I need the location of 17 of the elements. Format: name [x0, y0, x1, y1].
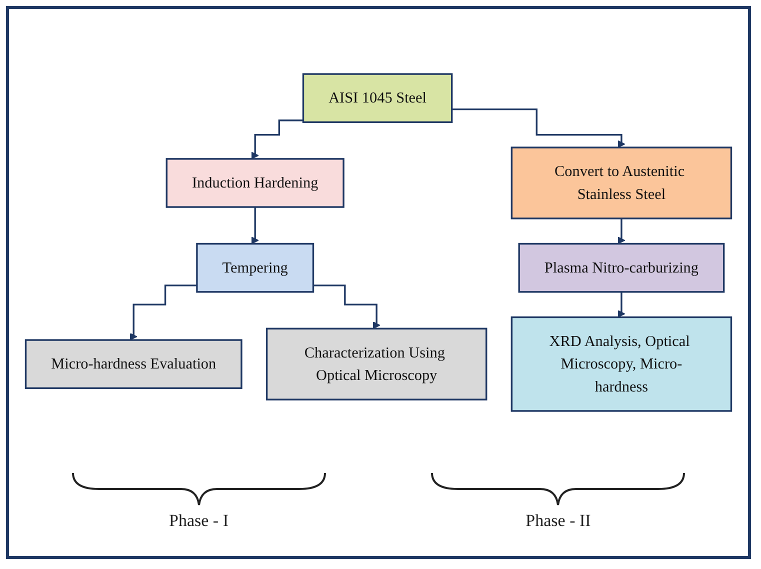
arrow — [313, 284, 380, 329]
arrow — [618, 291, 626, 318]
arrow — [251, 120, 304, 160]
arrow — [618, 218, 626, 244]
arrow — [251, 206, 259, 244]
node-box: AISI 1045 Steel — [302, 73, 453, 123]
arrow — [452, 108, 626, 148]
phase-label: Phase - II — [526, 511, 591, 531]
node-box: Micro-hardness Evaluation — [24, 339, 242, 390]
arrow — [130, 284, 197, 340]
node-box: Characterization Using Optical Microscopy — [266, 328, 488, 400]
node-box: Tempering — [196, 242, 314, 293]
node-box: XRD Analysis, Optical Microscopy, Micro-hardness — [510, 316, 732, 412]
node-box: Convert to Austenitic Stainless Steel — [510, 146, 732, 220]
node-box: Induction Hardening — [166, 158, 344, 208]
node-box: Plasma Nitro-carburizing — [518, 242, 725, 293]
phase-label: Phase - I — [169, 511, 228, 531]
